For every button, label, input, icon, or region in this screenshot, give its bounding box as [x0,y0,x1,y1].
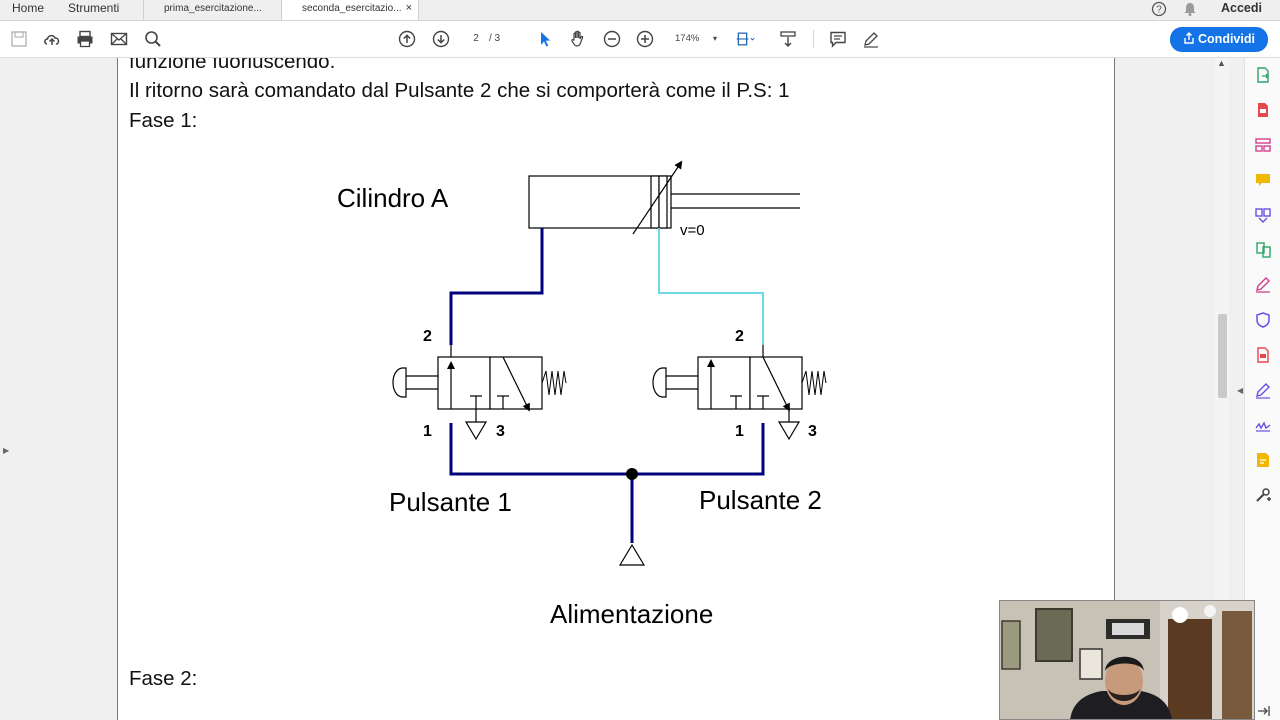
page-total: / 3 [489,33,501,44]
bell-icon[interactable] [1183,1,1197,21]
share-button-label: Condividi [1198,32,1255,46]
main-toolbar: 2 / 3 174% ▾ Condividi [0,21,1280,58]
junction-node [626,468,638,480]
cylinder-label: Cilindro A [337,183,449,213]
velocity-label: v=0 [680,222,705,239]
tab-document-2[interactable]: seconda_esercitazio... × [281,0,419,20]
previous-page-icon[interactable] [397,29,417,49]
export-pdf-icon[interactable] [1254,66,1272,84]
valve2-port-3-label: 3 [808,423,817,440]
tab-document-1-label: prima_esercitazione... [164,3,262,14]
print-icon[interactable] [75,29,95,49]
pulsante-1-label: Pulsante 1 [389,487,512,517]
valve2-port-1-label: 1 [735,423,744,440]
scroll-mode-icon[interactable] [778,29,798,49]
valve2-port-2-label: 2 [735,328,744,345]
comment-icon[interactable] [828,29,848,49]
valve-pulsante-1 [392,356,567,441]
tab-document-1[interactable]: prima_esercitazione... [143,0,281,20]
share-icon [1184,32,1194,44]
supply-manifold-line [449,423,765,476]
scrollbar-thumb[interactable] [1218,314,1227,398]
zoom-out-icon[interactable] [602,29,622,49]
supply-source-symbol [618,543,646,566]
page-number-input[interactable]: 2 [473,33,479,44]
line-cylinder-to-valve1 [449,228,544,345]
search-icon[interactable] [143,29,163,49]
edit-pen-icon[interactable] [1254,381,1272,399]
next-page-icon[interactable] [431,29,451,49]
send-review-icon[interactable] [1254,451,1272,469]
pulsante-2-label: Pulsante 2 [699,485,822,515]
svg-text:?: ? [1156,5,1162,16]
fit-page-icon[interactable] [735,29,755,49]
phase-1-heading: Fase 1: [129,109,198,132]
combine-files-icon[interactable] [1254,206,1272,224]
webcam-video-feed [1000,601,1254,719]
expand-panel-icon[interactable] [1254,702,1272,720]
more-tools-icon[interactable] [1254,486,1272,504]
protect-shield-icon[interactable] [1254,311,1272,329]
chevron-down-icon: ▾ [712,34,717,43]
zoom-level-value: 174% [675,33,700,44]
pdf-page: funzione fuoriuscendo. Il ritorno sarà c… [117,58,1115,720]
select-cursor-icon[interactable] [535,29,555,49]
compress-pdf-icon[interactable] [1254,241,1272,259]
share-button[interactable]: Condividi [1170,27,1268,52]
valve1-port-3-label: 3 [496,423,505,440]
email-icon[interactable] [109,29,129,49]
tab-home[interactable]: Home [12,1,45,15]
panel-collapse-icon[interactable]: ◀ [1237,386,1244,395]
redact-icon[interactable] [1254,346,1272,364]
highlight-pen-icon[interactable] [861,29,881,49]
valve-pulsante-2 [652,356,827,441]
vertical-scrollbar[interactable]: ▲ [1215,58,1229,720]
phase-2-heading: Fase 2: [129,667,198,690]
signature-icon[interactable] [1254,416,1272,434]
pneumatic-circuit-diagram: Cilindro A v=0 [337,160,827,629]
scroll-up-icon[interactable]: ▲ [1217,58,1226,68]
organize-pages-icon[interactable] [1254,136,1272,154]
tab-document-2-label: seconda_esercitazio... [302,3,402,14]
comment-tool-icon[interactable] [1254,171,1272,189]
create-pdf-icon[interactable] [1254,101,1272,119]
alimentazione-label: Alimentazione [550,599,713,629]
tab-bar: Home Strumenti prima_esercitazione... se… [0,0,1280,21]
line-cylinder-to-valve2 [658,228,764,345]
valve1-port-1-label: 1 [423,423,432,440]
upload-cloud-icon[interactable] [42,29,62,49]
tab-tools[interactable]: Strumenti [68,1,120,15]
text-line-return: Il ritorno sarà comandato dal Pulsante 2… [129,79,790,102]
valve1-port-2-label: 2 [423,328,432,345]
text-line-previous: funzione fuoriuscendo. [129,58,336,73]
hand-tool-icon[interactable] [568,29,588,49]
help-icon[interactable]: ? [1151,1,1167,21]
left-panel-toggle-icon[interactable]: ▶ [3,446,10,455]
webcam-overlay [999,600,1255,720]
fill-sign-icon[interactable] [1254,276,1272,294]
close-tab-icon[interactable]: × [405,2,412,14]
toolbar-divider [813,30,814,48]
cylinder-a [528,160,800,235]
save-icon[interactable] [9,29,29,49]
sign-in-link[interactable]: Accedi [1221,1,1262,15]
zoom-level-select[interactable]: 174% ▾ [671,31,717,47]
zoom-in-icon[interactable] [635,29,655,49]
